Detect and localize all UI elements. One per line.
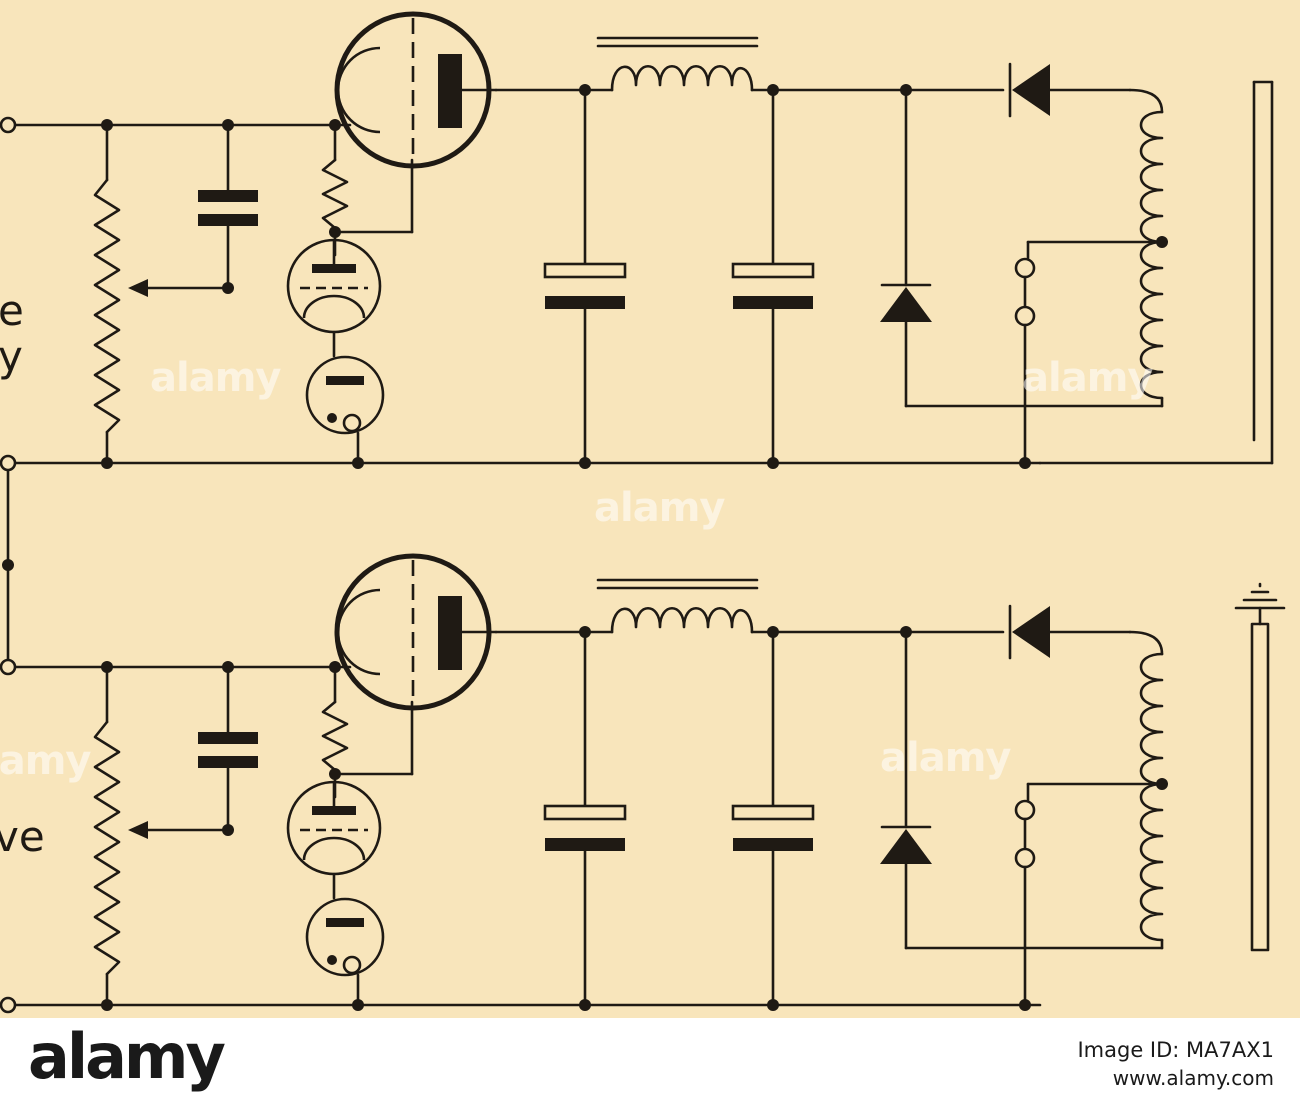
- site-url[interactable]: www.alamy.com: [1112, 1066, 1274, 1090]
- label-fragment: y: [0, 332, 23, 381]
- upper-electrode: [1252, 80, 1274, 465]
- label-fragment: e: [0, 286, 24, 335]
- lower-stage: [1, 556, 1168, 1012]
- upper-stage: [1, 14, 1168, 470]
- watermark: alamy: [1022, 355, 1153, 401]
- stage-link-junction: [2, 559, 14, 571]
- antenna-electrode: [1234, 582, 1286, 952]
- watermark: alamy: [150, 355, 281, 401]
- watermark: alamy: [594, 485, 725, 531]
- watermark: alamy: [880, 735, 1011, 781]
- circuit-diagram: [0, 0, 1286, 1018]
- watermark: alamy: [0, 738, 91, 784]
- alamy-logo[interactable]: alamy: [28, 1020, 226, 1093]
- label-fragment: ve: [0, 812, 45, 861]
- circuit-scan: e y ve alamy alamy alamy alamy alamy: [0, 0, 1300, 1018]
- footer-bar: alamy Image ID: MA7AX1 www.alamy.com: [0, 1018, 1300, 1100]
- image-id-text: Image ID: MA7AX1: [1077, 1038, 1274, 1062]
